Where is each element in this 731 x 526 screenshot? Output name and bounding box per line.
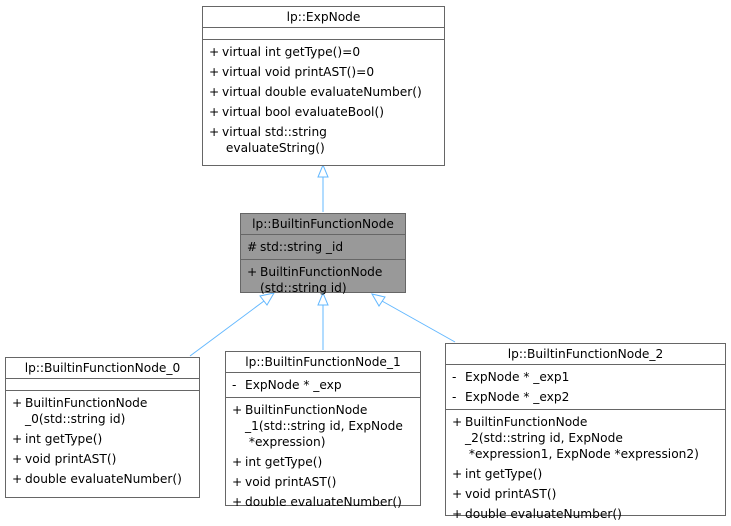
method-row: +virtual void printAST()=0 xyxy=(209,65,375,79)
method-row: +void printAST() xyxy=(452,487,557,501)
attribute-row: -ExpNode * _exp2 xyxy=(452,390,570,404)
method-row: +void printAST() xyxy=(12,452,117,466)
attributes-section: #std::string _id xyxy=(241,235,405,260)
method-row: +int getType() xyxy=(232,455,323,469)
method-row: +int getType() xyxy=(12,432,103,446)
class-builtinfunctionnode-0[interactable]: lp::BuiltinFunctionNode_0 +BuiltinFuncti… xyxy=(5,357,200,498)
class-title: lp::BuiltinFunctionNode_1 xyxy=(226,352,420,373)
methods-section: +BuiltinFunctionNode _0(std::string id) … xyxy=(6,391,199,491)
edge-arrowhead xyxy=(370,293,386,307)
methods-section: +BuiltinFunctionNode _1(std::string id, … xyxy=(226,398,420,514)
method-row: +virtual int getType()=0 xyxy=(209,45,361,59)
method-row: +double evaluateNumber() xyxy=(12,472,182,486)
attribute-row: #std::string _id xyxy=(247,240,344,254)
method-row: +void printAST() xyxy=(232,475,337,489)
method-row: +double evaluateNumber() xyxy=(232,495,402,509)
class-builtinfunctionnode-1[interactable]: lp::BuiltinFunctionNode_1 -ExpNode * _ex… xyxy=(225,351,421,509)
methods-section: +BuiltinFunctionNode (std::string id) xyxy=(241,260,405,300)
class-builtinfunctionnode-2[interactable]: lp::BuiltinFunctionNode_2 -ExpNode * _ex… xyxy=(445,343,726,521)
method-row: +virtual std::string evaluateString() xyxy=(209,125,327,155)
attributes-section: -ExpNode * _exp1 -ExpNode * _exp2 xyxy=(446,365,725,410)
method-row: +double evaluateNumber() xyxy=(452,507,622,521)
method-row: +BuiltinFunctionNode _0(std::string id) xyxy=(12,396,148,426)
class-title: lp::BuiltinFunctionNode_0 xyxy=(6,358,199,379)
edge-arrowhead xyxy=(317,291,329,306)
methods-section: +BuiltinFunctionNode _2(std::string id, … xyxy=(446,410,725,526)
attributes-section xyxy=(6,379,199,391)
class-title: lp::BuiltinFunctionNode_2 xyxy=(446,344,725,365)
method-row: +virtual double evaluateNumber() xyxy=(209,85,422,99)
method-row: +int getType() xyxy=(452,467,543,481)
method-row: +BuiltinFunctionNode _2(std::string id, … xyxy=(452,415,699,461)
class-title: lp::ExpNode xyxy=(203,7,444,28)
attributes-section: -ExpNode * _exp xyxy=(226,373,420,398)
attribute-row: -ExpNode * _exp xyxy=(232,378,342,392)
method-row: +BuiltinFunctionNode (std::string id) xyxy=(247,265,383,295)
edge-node0-to-builtin xyxy=(189,300,265,357)
class-expnode[interactable]: lp::ExpNode +virtual int getType()=0 +vi… xyxy=(202,6,445,166)
attributes-section xyxy=(203,28,444,40)
method-row: +BuiltinFunctionNode _1(std::string id, … xyxy=(232,403,403,449)
edge-node2-to-builtin xyxy=(381,300,456,343)
class-builtinfunctionnode[interactable]: lp::BuiltinFunctionNode #std::string _id… xyxy=(240,213,406,295)
attribute-row: -ExpNode * _exp1 xyxy=(452,370,570,384)
methods-section: +virtual int getType()=0 +virtual void p… xyxy=(203,40,444,160)
method-row: +virtual bool evaluateBool() xyxy=(209,105,384,119)
class-title: lp::BuiltinFunctionNode xyxy=(241,214,405,235)
edge-arrowhead xyxy=(317,163,329,178)
edge-arrowhead xyxy=(259,292,276,306)
